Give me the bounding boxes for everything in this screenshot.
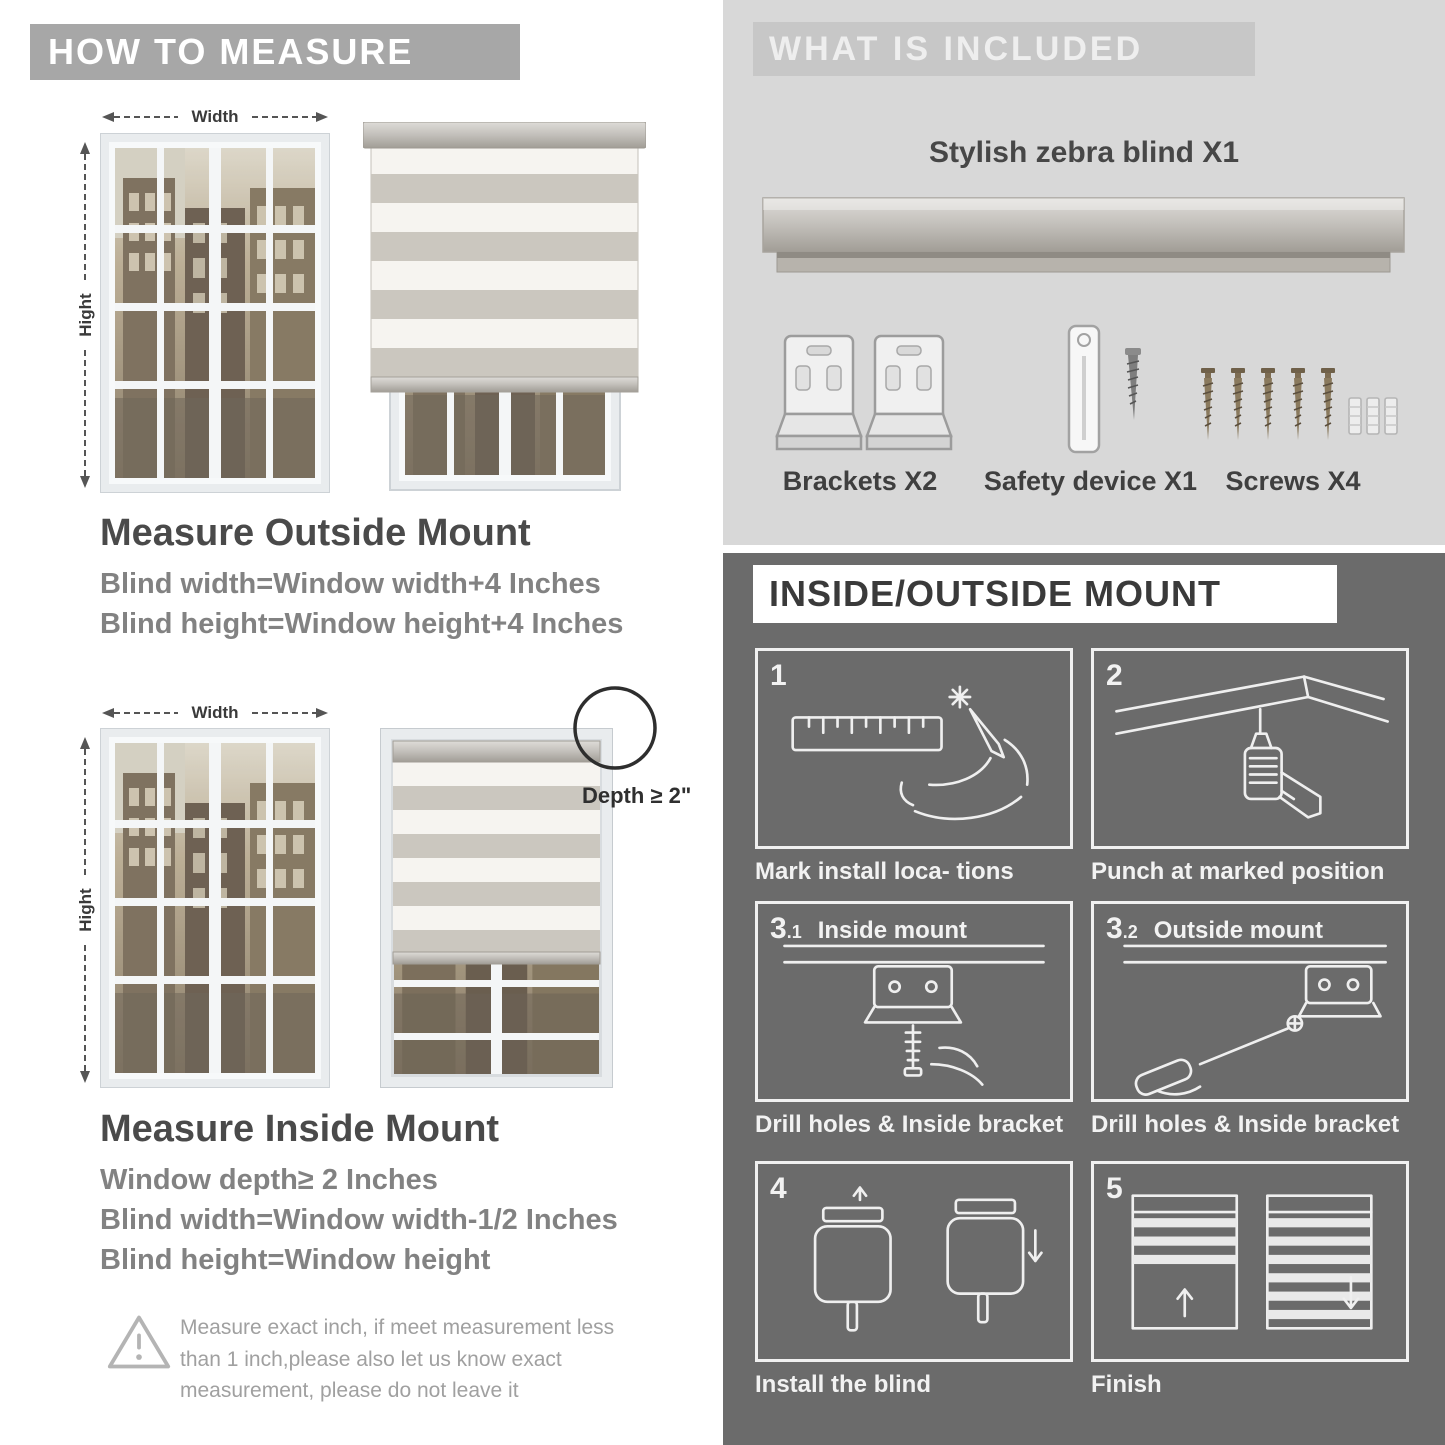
step-4-head: 4 — [770, 1172, 803, 1206]
inside-mount-title: Measure Inside Mount — [100, 1108, 500, 1150]
depth-label: Depth ≥ 2" — [582, 783, 692, 808]
step-title: Inside mount — [817, 917, 968, 944]
finish-blind-illustration — [1131, 1194, 1373, 1330]
step-number: 3 — [1106, 912, 1123, 945]
step-caption: Drill holes & Inside bracket — [1091, 1111, 1400, 1138]
zebra-blind-outside-illustration — [363, 122, 646, 494]
step-number: 1 — [770, 659, 787, 692]
drill-illustration — [1115, 675, 1389, 819]
step-3-2-head: 3.2 Outside mount — [1106, 912, 1324, 945]
step-2-head: 2 — [1106, 659, 1139, 693]
window-illustration — [100, 728, 330, 1088]
width-arrow: Width — [102, 703, 328, 722]
what-is-included-title: WHAT IS INCLUDED — [769, 29, 1144, 68]
outside-height-formula: Blind height=Window height+4 Inches — [100, 608, 624, 640]
height-arrow: Hight — [76, 737, 95, 1083]
step-3-2-box: 3.2 Outside mount — [1091, 901, 1409, 1102]
screws-icon — [1200, 367, 1398, 441]
blind-cassette-illustration — [762, 197, 1405, 273]
step-5-box: 5 — [1091, 1161, 1409, 1362]
height-label: Hight — [76, 888, 95, 932]
how-to-measure-title: HOW TO MEASURE — [48, 31, 414, 72]
zebra-blind-inside-illustration — [380, 728, 613, 1088]
outside-mount-bracket-illustration — [1123, 944, 1387, 1096]
what-is-included-panel: WHAT IS INCLUDED Stylish zebra blind X1 — [723, 0, 1445, 545]
step-caption: Drill holes & Inside bracket — [755, 1111, 1064, 1138]
brackets-icon — [775, 334, 953, 451]
outside-mount-title: Measure Outside Mount — [100, 512, 531, 554]
step-title: Outside mount — [1153, 917, 1324, 944]
step-caption: Punch at marked position — [1091, 858, 1385, 885]
depth-circle-icon — [573, 686, 657, 770]
inside-mount-bracket-illustration — [783, 944, 1045, 1086]
measure-note: Measure exact inch, if meet measurement … — [180, 1316, 615, 1402]
step-2: 2 Punch at marked pos — [1091, 648, 1409, 886]
how-to-measure-banner: HOW TO MEASURE — [30, 24, 520, 80]
inside-depth-formula: Window depth≥ 2 Inches — [100, 1164, 438, 1196]
step-number: 5 — [1106, 1172, 1123, 1205]
window-illustration — [100, 133, 330, 493]
step-3-2: 3.2 Outside mount Drill holes & I — [1091, 901, 1409, 1139]
step-3-1-head: 3.1 Inside mount — [770, 912, 968, 945]
width-label: Width — [191, 703, 238, 722]
warning-triangle-icon — [107, 1315, 171, 1369]
step-2-box: 2 — [1091, 648, 1409, 849]
step-caption: Install the blind — [755, 1371, 932, 1398]
safety-device-label: Safety device X1 — [983, 466, 1198, 496]
step-1-box: 1 — [755, 648, 1073, 849]
mount-instructions-panel: INSIDE/OUTSIDE MOUNT 1 Ma — [723, 553, 1445, 1445]
safety-device-icon — [1067, 324, 1141, 454]
inside-width-formula: Blind width=Window width-1/2 Inches — [100, 1204, 618, 1236]
height-arrow: Hight — [76, 142, 95, 488]
step-caption: Mark install loca- tions — [755, 858, 1014, 885]
step-number: 3 — [770, 912, 787, 945]
step-5: 5 — [1091, 1161, 1409, 1399]
mark-location-illustration — [791, 685, 1029, 821]
width-label: Width — [191, 107, 238, 126]
brackets-label: Brackets X2 — [782, 466, 938, 496]
step-5-head: 5 — [1106, 1172, 1139, 1206]
height-label: Hight — [76, 293, 95, 337]
step-3-1-box: 3.1 Inside mount — [755, 901, 1073, 1102]
what-is-included-banner: WHAT IS INCLUDED — [753, 22, 1255, 76]
screws-label: Screws X4 — [1225, 466, 1361, 496]
step-caption: Finish — [1091, 1371, 1162, 1398]
outside-width-formula: Blind width=Window width+4 Inches — [100, 568, 601, 600]
step-1: 1 Mark install loca- tions — [755, 648, 1073, 886]
step-number: 2 — [1106, 659, 1123, 692]
mount-title: INSIDE/OUTSIDE MOUNT — [769, 573, 1222, 614]
zebra-blind-count-label: Stylish zebra blind X1 — [928, 136, 1240, 169]
step-3-1: 3.1 Inside mount Drill holes & In — [755, 901, 1073, 1139]
width-arrow: Width — [102, 107, 328, 126]
inside-height-formula: Blind height=Window height — [100, 1244, 491, 1276]
step-4-box: 4 — [755, 1161, 1073, 1362]
mount-banner: INSIDE/OUTSIDE MOUNT — [753, 565, 1337, 623]
step-number: 4 — [770, 1172, 787, 1205]
step-1-head: 1 — [770, 659, 803, 693]
install-blind-illustration — [813, 1186, 1043, 1332]
step-4: 4 Install the blind — [755, 1161, 1073, 1399]
